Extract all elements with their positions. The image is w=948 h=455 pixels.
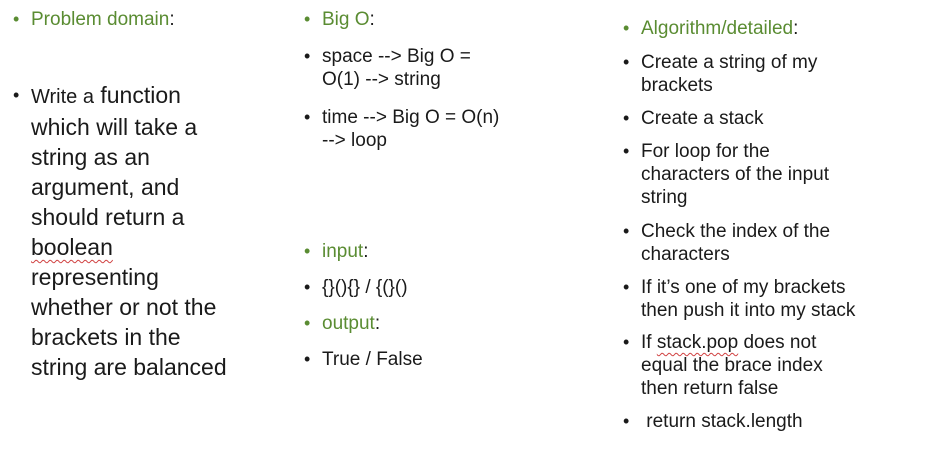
bullet: • (304, 349, 311, 369)
bullet: • (623, 108, 630, 128)
algorithm-step-1: • Create a string of my brackets (623, 52, 818, 96)
algorithm-step-2: • Create a stack (623, 108, 764, 129)
bullet: • (304, 313, 311, 333)
bullet: • (623, 52, 630, 72)
algorithm-step-6: • If stack.pop does not equal the brace … (623, 332, 823, 399)
algorithm-step-4: • Check the index of the characters (623, 221, 831, 265)
big-o-heading: • Big O: (304, 9, 375, 30)
bullet: • (623, 18, 630, 38)
bullet: • (304, 46, 311, 66)
spellcheck-word: boolean (31, 234, 113, 260)
output-heading: • output: (304, 313, 381, 334)
space-complexity: • space --> Big O = O(1) --> string (304, 46, 471, 90)
time-complexity: • time --> Big O = O(n) --> loop (304, 107, 500, 151)
bullet: • (304, 9, 311, 29)
bullet: • (623, 277, 630, 297)
bullet: • (623, 411, 630, 431)
bullet: • (13, 9, 20, 29)
problem-domain-heading: • Problem domain: (13, 9, 175, 30)
output-value: • True / False (304, 349, 423, 370)
algorithm-step-5: • If it’s one of my brackets then push i… (623, 277, 856, 321)
bullet: • (13, 85, 20, 105)
bullet: • (304, 277, 311, 297)
bullet: • (623, 141, 630, 161)
bullet: • (304, 107, 311, 127)
bullet: • (623, 332, 630, 352)
algorithm-step-7: • return stack.length (623, 411, 803, 432)
problem-description: • Write a function which will take a str… (13, 82, 227, 380)
algorithm-step-3: • For loop for the characters of the inp… (623, 141, 829, 208)
spellcheck-word: stack.pop (656, 332, 739, 353)
input-heading: • input: (304, 241, 369, 262)
bullet: • (304, 241, 311, 261)
algorithm-heading: • Algorithm/detailed: (623, 18, 799, 39)
bullet: • (623, 221, 630, 241)
input-value: • {}(){} / {(}() (304, 277, 408, 298)
